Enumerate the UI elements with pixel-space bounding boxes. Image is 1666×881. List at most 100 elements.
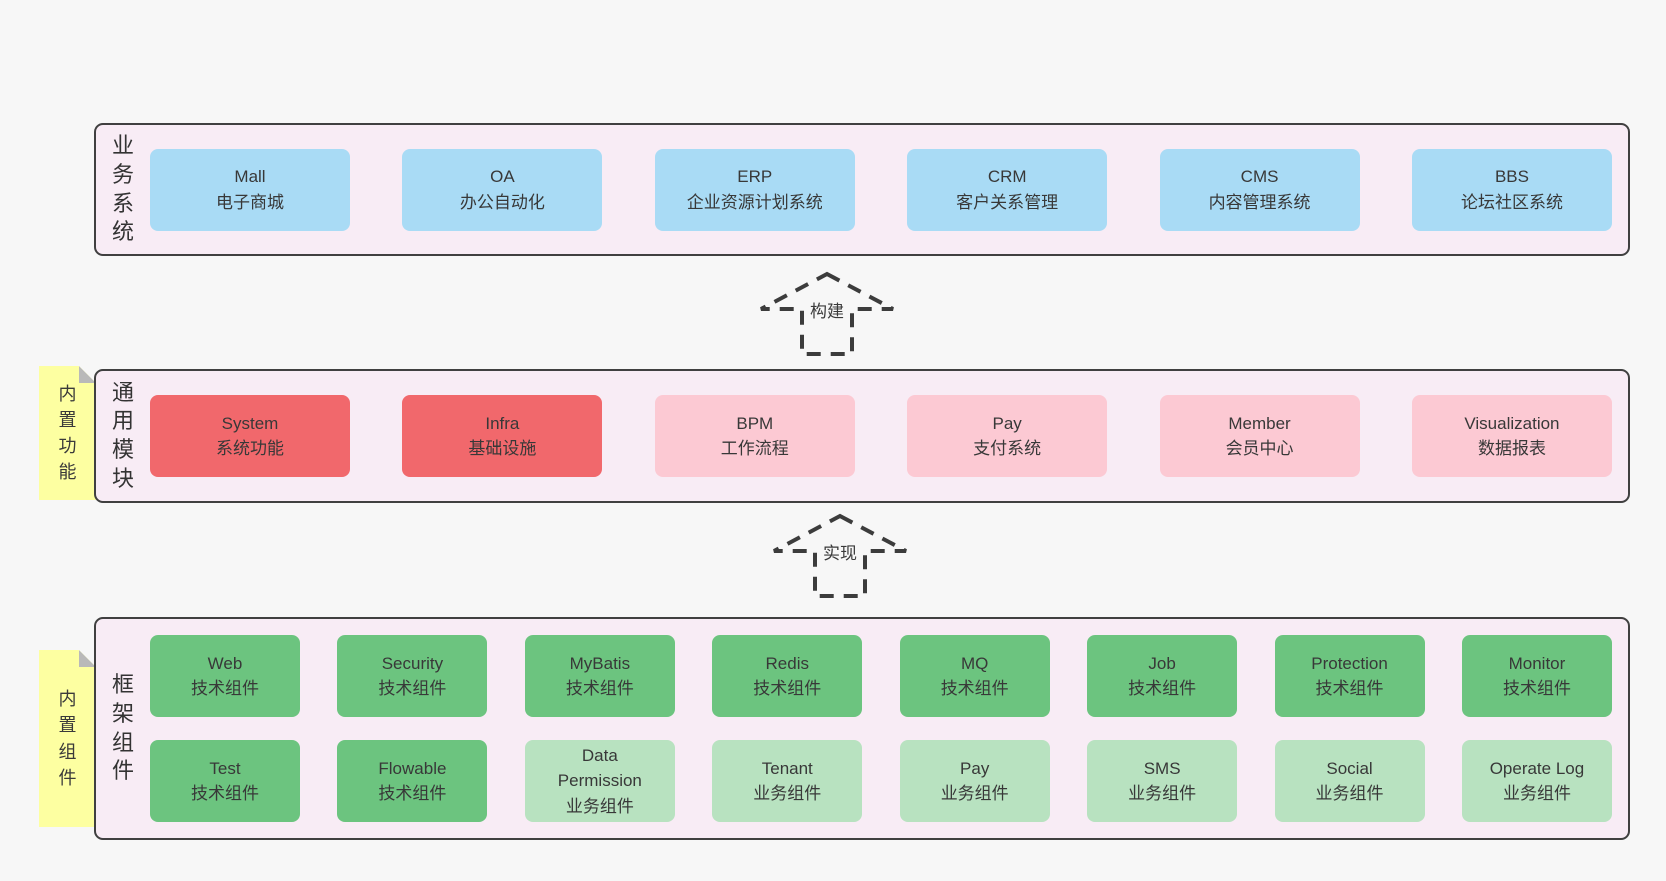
box-tenant: Tenant 业务组件	[712, 740, 863, 822]
box-security: Security 技术组件	[337, 635, 488, 717]
box-subtitle: 业务组件	[565, 796, 634, 816]
arrow-up-icon	[760, 271, 894, 356]
box-bbs: BBS 论坛社区系统	[1411, 148, 1612, 231]
box-subtitle: 技术组件	[1502, 679, 1571, 698]
arrow-up-icon	[773, 513, 907, 598]
box-title: Monitor	[1508, 653, 1566, 673]
box-subtitle: 基础设施	[468, 439, 537, 458]
box-subtitle: 企业资源计划系统	[686, 192, 823, 212]
box-title: Mall	[234, 167, 266, 186]
box-subtitle: 电子商城	[216, 192, 284, 212]
box-mybatis: MyBatis 技术组件	[524, 635, 675, 717]
box-cms: CMS 内容管理系统	[1159, 148, 1360, 231]
band-label-business-systems: 业务系统	[111, 133, 134, 245]
arrow-build-label: 构建	[807, 297, 847, 322]
box-subtitle: 业务组件	[753, 784, 822, 803]
box-redis: Redis 技术组件	[712, 635, 863, 717]
box-title: Operate Log	[1489, 758, 1585, 778]
arrow-implement-label: 实现	[820, 539, 860, 564]
box-sms: SMS 业务组件	[1087, 740, 1238, 822]
box-title: Job	[1148, 653, 1176, 673]
common-modules-row: System 系统功能 Infra 基础设施 BPM 工作流程 Pay 支付系统…	[150, 395, 1628, 477]
box-bpm: BPM 工作流程	[654, 395, 855, 477]
box-subtitle: 技术组件	[1128, 679, 1197, 698]
box-infra: Infra 基础设施	[402, 395, 603, 477]
band-framework-components: 框架组件 Web 技术组件 Security 技术组件 MyBatis 技术组件…	[94, 617, 1630, 840]
box-subtitle: 论坛社区系统	[1460, 192, 1563, 212]
box-subtitle: 数据报表	[1477, 439, 1546, 458]
box-operate-log: Operate Log 业务组件	[1461, 740, 1612, 822]
box-title: Test	[209, 758, 241, 778]
band-label-common-modules: 通用模块	[111, 379, 134, 491]
box-flowable: Flowable 技术组件	[337, 740, 488, 822]
box-mq: MQ 技术组件	[899, 635, 1050, 717]
box-subtitle: 支付系统	[973, 439, 1042, 458]
box-title: Flowable	[378, 758, 447, 778]
box-visualization: Visualization 数据报表	[1411, 395, 1612, 477]
box-title: Infra	[485, 413, 520, 433]
box-subtitle: 技术组件	[1315, 679, 1384, 698]
box-title: Member	[1228, 413, 1291, 433]
box-title: BPM	[736, 413, 774, 433]
box-title: Redis	[765, 653, 809, 673]
box-mall: Mall 电子商城	[150, 148, 350, 231]
box-title: BBS	[1494, 167, 1529, 186]
box-system: System 系统功能	[150, 395, 350, 477]
box-subtitle: 系统功能	[216, 439, 284, 458]
box-subtitle: 工作流程	[720, 439, 789, 458]
box-job: Job 技术组件	[1087, 635, 1238, 717]
box-title: CMS	[1240, 167, 1279, 186]
box-title: Web	[207, 653, 243, 673]
box-social: Social 业务组件	[1274, 740, 1425, 822]
box-protection: Protection 技术组件	[1274, 635, 1425, 717]
box-pay: Pay 支付系统	[907, 395, 1108, 477]
box-title: Protection	[1311, 653, 1388, 673]
box-subtitle: 技术组件	[565, 679, 634, 698]
framework-components-grid: Web 技术组件 Security 技术组件 MyBatis 技术组件 Redi…	[150, 635, 1628, 822]
box-title: Pay	[960, 758, 990, 778]
box-title: SMS	[1143, 758, 1181, 778]
arrow-implement: 实现	[770, 512, 910, 602]
box-subtitle: 会员中心	[1225, 439, 1294, 458]
band-business-systems: 业务系统 Mall 电子商城 OA 办公自动化 ERP 企业资源计划系统 CRM…	[94, 123, 1630, 256]
box-pay-business: Pay 业务组件	[899, 740, 1050, 822]
sticky-note-built-in-components: 内置组件	[39, 650, 96, 827]
box-web: Web 技术组件	[150, 635, 300, 717]
box-monitor: Monitor 技术组件	[1461, 635, 1612, 717]
box-subtitle: 办公自动化	[459, 192, 545, 212]
sticky-note-built-in-features: 内置功能	[39, 366, 96, 500]
box-title: MQ	[960, 653, 989, 673]
box-subtitle: 技术组件	[191, 679, 259, 698]
box-subtitle: 技术组件	[378, 784, 447, 803]
band-common-modules: 通用模块 System 系统功能 Infra 基础设施 BPM 工作流程 Pay…	[94, 369, 1630, 503]
arrow-build: 构建	[757, 270, 897, 360]
box-member: Member 会员中心	[1159, 395, 1360, 477]
box-subtitle: 技术组件	[378, 679, 447, 698]
box-subtitle: 技术组件	[191, 784, 259, 803]
box-test: Test 技术组件	[150, 740, 300, 822]
box-subtitle: 业务组件	[1502, 784, 1571, 803]
box-subtitle: 内容管理系统	[1208, 192, 1311, 212]
box-title: ERP	[737, 167, 773, 186]
sticky-label: 内置组件	[58, 689, 77, 788]
box-erp: ERP 企业资源计划系统	[654, 148, 855, 231]
band-label-framework-components: 框架组件	[111, 672, 134, 784]
box-title: Tenant	[761, 758, 813, 778]
box-title: CRM	[987, 167, 1027, 186]
box-title: System	[221, 413, 279, 433]
box-subtitle: 客户关系管理	[956, 192, 1059, 212]
box-title: MyBatis	[569, 653, 631, 673]
box-subtitle: 技术组件	[753, 679, 822, 698]
box-subtitle: 技术组件	[940, 679, 1009, 698]
box-subtitle: 业务组件	[940, 784, 1009, 803]
box-crm: CRM 客户关系管理	[907, 148, 1108, 231]
box-title: Pay	[992, 413, 1022, 433]
box-title: OA	[490, 167, 515, 186]
box-title: Security	[381, 653, 444, 673]
box-title: Social	[1326, 758, 1373, 778]
box-oa: OA 办公自动化	[402, 148, 603, 231]
sticky-label: 内置功能	[58, 383, 77, 483]
box-subtitle: 业务组件	[1128, 784, 1197, 803]
box-data-permission: Data Permission 业务组件	[524, 740, 675, 822]
